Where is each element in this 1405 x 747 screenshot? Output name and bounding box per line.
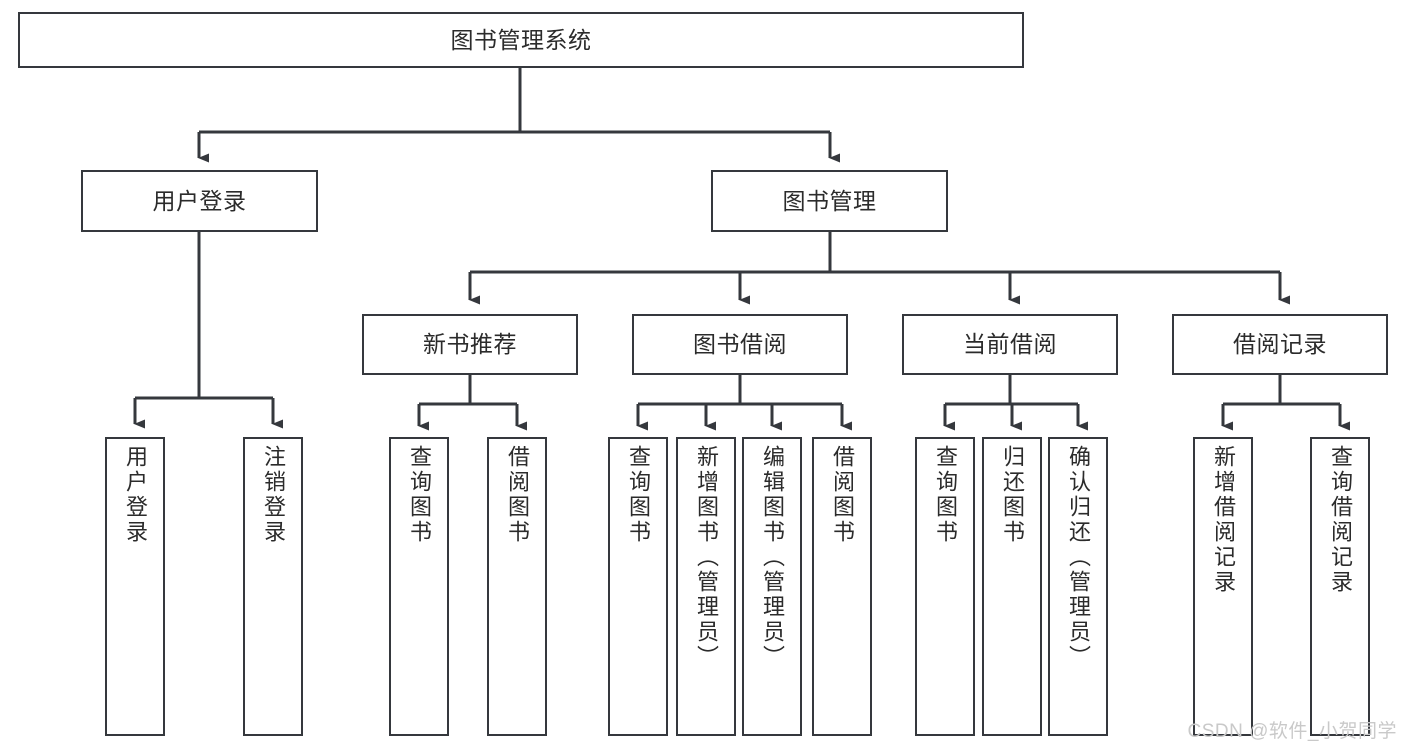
leaf-logout[interactable]: 注销登录 (243, 437, 303, 736)
node-current-borrow[interactable]: 当前借阅 (902, 314, 1118, 375)
leaf-query-book-2-label: 查询图书 (626, 445, 651, 545)
leaf-borrow-book-2-label: 借阅图书 (830, 445, 855, 545)
leaf-add-book-label: 新增图书（管理员） (694, 445, 719, 670)
node-book-borrow[interactable]: 图书借阅 (632, 314, 848, 375)
leaf-query-book-2[interactable]: 查询图书 (608, 437, 668, 736)
leaf-add-record[interactable]: 新增借阅记录 (1193, 437, 1253, 736)
node-new-book-recommend[interactable]: 新书推荐 (362, 314, 578, 375)
node-book-borrow-label: 图书借阅 (693, 331, 787, 358)
node-book-manage-label: 图书管理 (782, 187, 877, 214)
node-user-login-label: 用户登录 (152, 187, 247, 214)
node-book-manage[interactable]: 图书管理 (711, 170, 948, 232)
node-new-book-recommend-label: 新书推荐 (423, 331, 517, 358)
node-borrow-record-label: 借阅记录 (1233, 331, 1327, 358)
leaf-borrow-book-1-label: 借阅图书 (505, 445, 530, 545)
leaf-edit-book-label: 编辑图书（管理员） (760, 445, 785, 670)
leaf-user-login[interactable]: 用户登录 (105, 437, 165, 736)
leaf-confirm-return[interactable]: 确认归还（管理员） (1048, 437, 1108, 736)
leaf-query-book-1-label: 查询图书 (407, 445, 432, 545)
leaf-add-book[interactable]: 新增图书（管理员） (676, 437, 736, 736)
leaf-query-book-1[interactable]: 查询图书 (389, 437, 449, 736)
leaf-query-book-3-label: 查询图书 (933, 445, 958, 545)
leaf-borrow-book-1[interactable]: 借阅图书 (487, 437, 547, 736)
node-root[interactable]: 图书管理系统 (18, 12, 1024, 68)
leaf-user-login-label: 用户登录 (123, 445, 148, 545)
leaf-query-record-label: 查询借阅记录 (1328, 445, 1353, 595)
node-root-label: 图书管理系统 (450, 26, 592, 53)
leaf-edit-book[interactable]: 编辑图书（管理员） (742, 437, 802, 736)
node-current-borrow-label: 当前借阅 (963, 331, 1057, 358)
leaf-confirm-return-label: 确认归还（管理员） (1066, 445, 1091, 670)
leaf-logout-label: 注销登录 (261, 445, 286, 545)
node-borrow-record[interactable]: 借阅记录 (1172, 314, 1388, 375)
leaf-query-record[interactable]: 查询借阅记录 (1310, 437, 1370, 736)
node-user-login[interactable]: 用户登录 (81, 170, 318, 232)
leaf-return-book[interactable]: 归还图书 (982, 437, 1042, 736)
leaf-query-book-3[interactable]: 查询图书 (915, 437, 975, 736)
leaf-borrow-book-2[interactable]: 借阅图书 (812, 437, 872, 736)
watermark: CSDN @软件_小贺同学 (1187, 721, 1397, 742)
leaf-add-record-label: 新增借阅记录 (1211, 445, 1236, 595)
leaf-return-book-label: 归还图书 (1000, 445, 1025, 545)
